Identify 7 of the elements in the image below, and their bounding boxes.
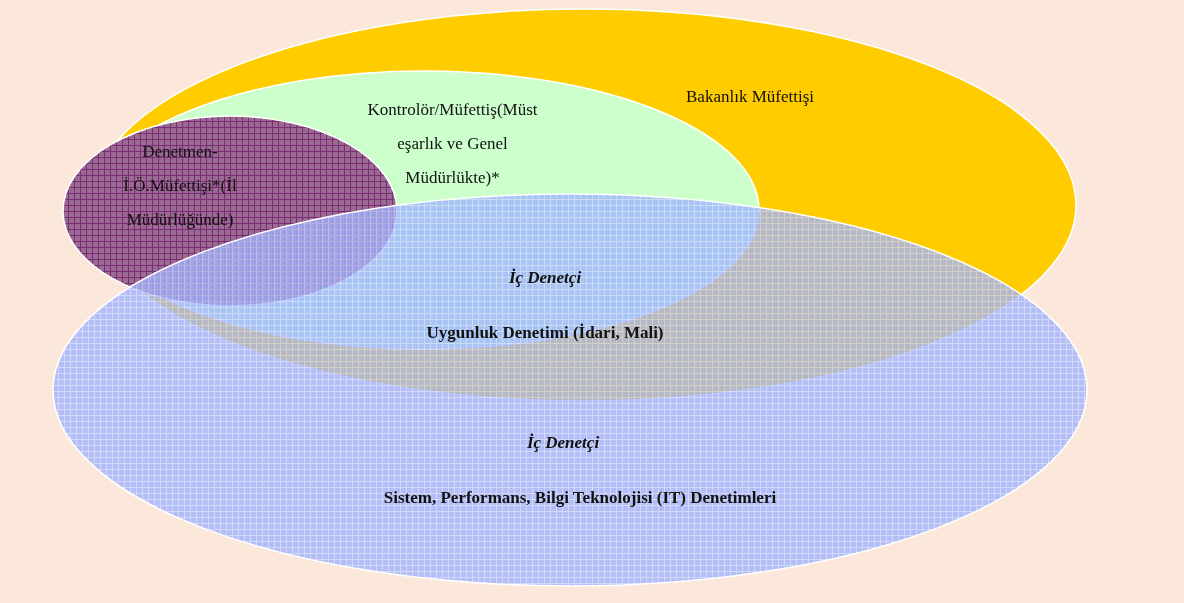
ellipse-label: Uygunluk Denetimi (İdari, Mali)	[425, 322, 665, 344]
ellipse-label: İç Denetçi	[507, 267, 583, 289]
ellipse-label: Denetmen- İ.Ö.Müfettişi*(İl Müdürlüğünde)	[122, 141, 238, 231]
ellipse-label: Bakanlık Müfettişi	[685, 86, 815, 108]
ellipse-label: İç Denetçi	[525, 432, 601, 454]
ellipse-label: Kontrolör/Müfettiş(Müst eşarlık ve Genel Müdürlükte)*	[366, 99, 539, 189]
ellipse-label: Sistem, Performans, Bilgi Teknolojisi (IT) Denetimleri	[382, 487, 778, 509]
